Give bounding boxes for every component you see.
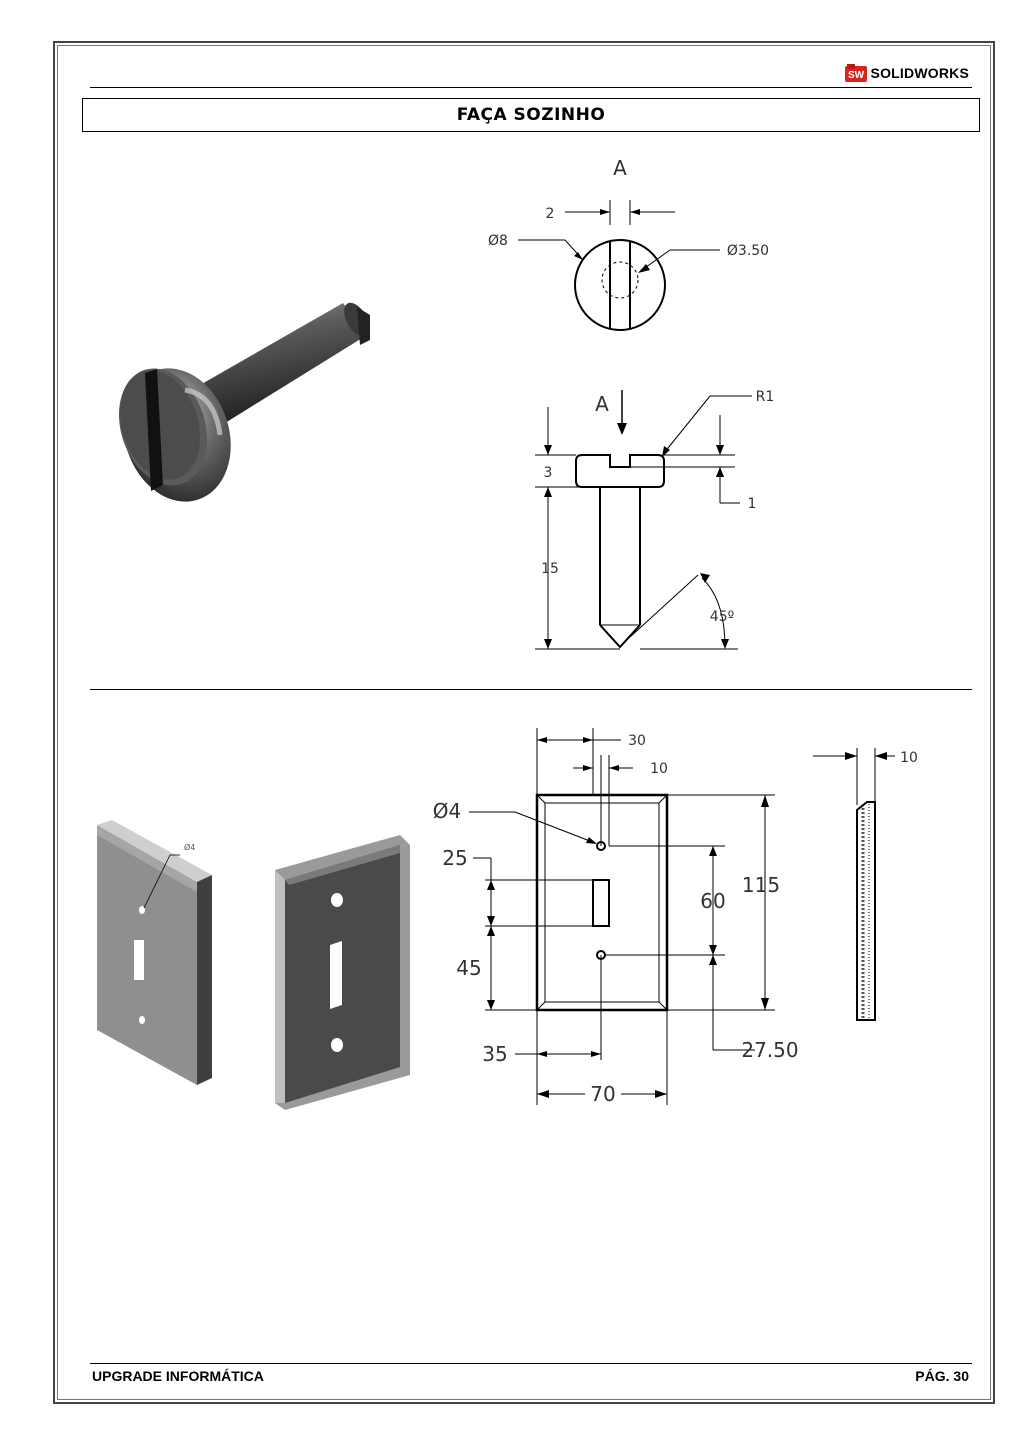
section-divider — [90, 689, 972, 690]
dim-10-side: 10 — [900, 750, 918, 766]
dim-slot-width: 2 — [546, 206, 555, 222]
section-label-top: A — [613, 156, 627, 180]
dim-35: 35 — [482, 1042, 507, 1066]
dim-60: 60 — [700, 889, 725, 913]
footer-company: UPGRADE INFORMÁTICA — [92, 1368, 264, 1384]
dim-hole-diameter-front: Ø4 — [433, 799, 461, 823]
dim-10-top: 10 — [650, 761, 668, 777]
dim-head-height: 3 — [544, 465, 553, 481]
header-rule — [90, 87, 972, 88]
iso-hole-label: Ø4 — [184, 842, 195, 852]
page-frame-inner — [57, 45, 991, 1400]
switch-plate-front-render: Ø4 — [97, 820, 212, 1085]
dim-115: 115 — [742, 873, 780, 897]
dim-hole-diameter: Ø3.50 — [727, 243, 769, 259]
brand: SW SOLIDWORKS — [844, 64, 969, 82]
dim-tip-angle: 45º — [710, 609, 734, 625]
dim-30: 30 — [628, 733, 646, 749]
dim-fillet-radius: R1 — [756, 389, 775, 405]
page-title: FAÇA SOZINHO — [456, 105, 606, 125]
footer-rule — [90, 1363, 972, 1364]
page-frame — [53, 41, 995, 1404]
dim-27-50: 27.50 — [741, 1038, 798, 1062]
screw-top-view: A 2 Ø8 Ø3.50 — [488, 156, 769, 331]
title-box: FAÇA SOZINHO — [82, 98, 980, 132]
dim-45: 45 — [456, 956, 481, 980]
dim-70: 70 — [590, 1082, 615, 1106]
dim-head-diameter: Ø8 — [488, 233, 508, 249]
switch-plate-back-render — [275, 835, 410, 1110]
brand-name: SOLIDWORKS — [870, 65, 969, 81]
dim-shaft-length: 15 — [541, 561, 559, 577]
section-label-arrow: A — [595, 392, 609, 416]
footer-page-number: PÁG. 30 — [915, 1368, 969, 1384]
dim-25: 25 — [442, 846, 467, 870]
screw-isometric-render — [118, 302, 370, 502]
solidworks-logo-icon: SW — [844, 64, 867, 82]
switch-plate-front-view: 30 10 Ø4 25 45 60 27.50 115 35 70 — [433, 728, 799, 1106]
switch-plate-side-view: 10 — [813, 748, 918, 1021]
screw-side-view: A 3 15 R1 1 45º — [535, 389, 775, 650]
dim-slot-depth: 1 — [748, 496, 757, 512]
svg-text:SW: SW — [847, 70, 864, 81]
